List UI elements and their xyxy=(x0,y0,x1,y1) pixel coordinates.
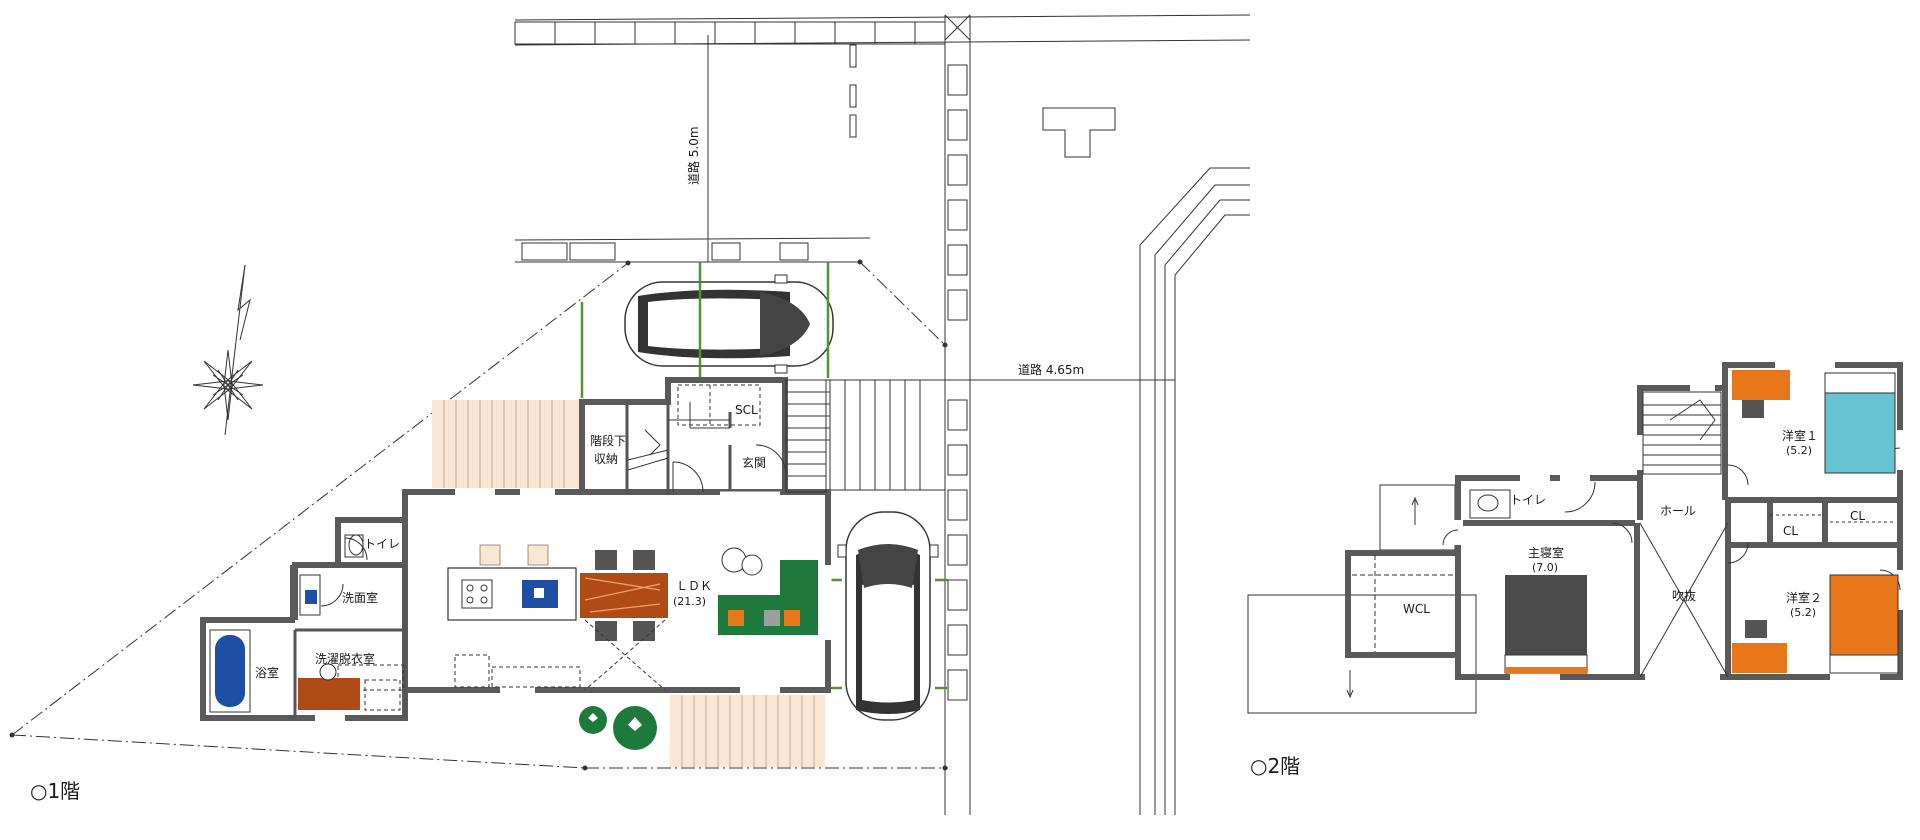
room-label-scl: SCL xyxy=(735,403,758,417)
road-side-label: 道路 4.65m xyxy=(1018,362,1084,377)
floor2-caption: ○2階 xyxy=(1250,754,1300,778)
room-label-yokushitsu: 浴室 xyxy=(255,665,279,680)
road-top xyxy=(514,14,1251,263)
door-swings xyxy=(320,444,787,607)
entrance-steps xyxy=(785,379,946,491)
room-label-cl2: CL xyxy=(1850,509,1865,523)
floor1-partitions xyxy=(293,402,732,718)
road-top-label: 道路 5.0m xyxy=(686,126,701,185)
room-label-master-size: (7.0) xyxy=(1532,561,1558,574)
car-top-icon xyxy=(624,274,834,374)
room-label-master: 主寝室 xyxy=(1528,545,1564,560)
bathtub-icon xyxy=(209,629,251,713)
room-label-senmen: 洗面室 xyxy=(342,590,378,605)
room-label-toilet-1f: トイレ xyxy=(364,537,400,551)
room-label-yoshitsu2-size: (5.2) xyxy=(1790,606,1816,619)
room-label-yoshitsu2: 洋室２ xyxy=(1786,590,1822,605)
room-label-ldk: ＬＤＫ xyxy=(676,579,712,593)
road-side xyxy=(944,14,1250,815)
room-label-sentaku: 洗濯脱衣室 xyxy=(315,651,375,666)
floor1-windows xyxy=(315,488,832,722)
desk-yoshitsu1 xyxy=(1732,370,1790,418)
washbasin-icon xyxy=(299,574,321,616)
desk-yoshitsu2 xyxy=(1732,620,1787,673)
floor1-stairs xyxy=(627,379,827,493)
bed-yoshitsu2 xyxy=(1829,574,1899,674)
wood-deck xyxy=(432,400,825,767)
bed-yoshitsu1 xyxy=(1824,372,1896,474)
north-arrow-icon xyxy=(192,264,264,436)
dashed-counter xyxy=(454,619,666,691)
floor2-outlines xyxy=(1247,484,1477,714)
room-label-hall: ホール xyxy=(1660,504,1696,518)
toilet-icon xyxy=(344,534,364,558)
room-label-stair-storage: 階段下 xyxy=(590,433,626,448)
room-label-ldk-size: (21.3) xyxy=(673,595,706,608)
kitchen-island xyxy=(447,544,577,621)
floor1-caption: ○1階 xyxy=(30,779,80,803)
lot-boundary xyxy=(11,261,948,769)
room-label-wcl: WCL xyxy=(1403,602,1430,616)
sofa-icon xyxy=(718,547,818,635)
dining-table xyxy=(580,550,668,641)
tree-icon xyxy=(579,706,657,750)
room-label-toilet-2f: トイレ xyxy=(1510,493,1546,507)
floor2-walls xyxy=(1345,362,1903,680)
scl-dashed xyxy=(337,384,761,691)
washing-machine-icon xyxy=(298,663,401,711)
room-label-yoshitsu1-size: (5.2) xyxy=(1786,444,1812,457)
room-label-yoshitsu1: 洋室１ xyxy=(1782,428,1818,443)
room-label-fukinuke: 吹抜 xyxy=(1672,589,1696,603)
hedge-lines xyxy=(580,262,948,690)
floor2-details xyxy=(1352,391,1901,678)
room-label-stair-storage-2: 収納 xyxy=(594,452,618,466)
room-label-genkan: 玄関 xyxy=(742,455,766,470)
bed-master xyxy=(1504,575,1588,674)
car-side-icon xyxy=(837,511,939,721)
room-label-cl1: CL xyxy=(1783,524,1798,538)
